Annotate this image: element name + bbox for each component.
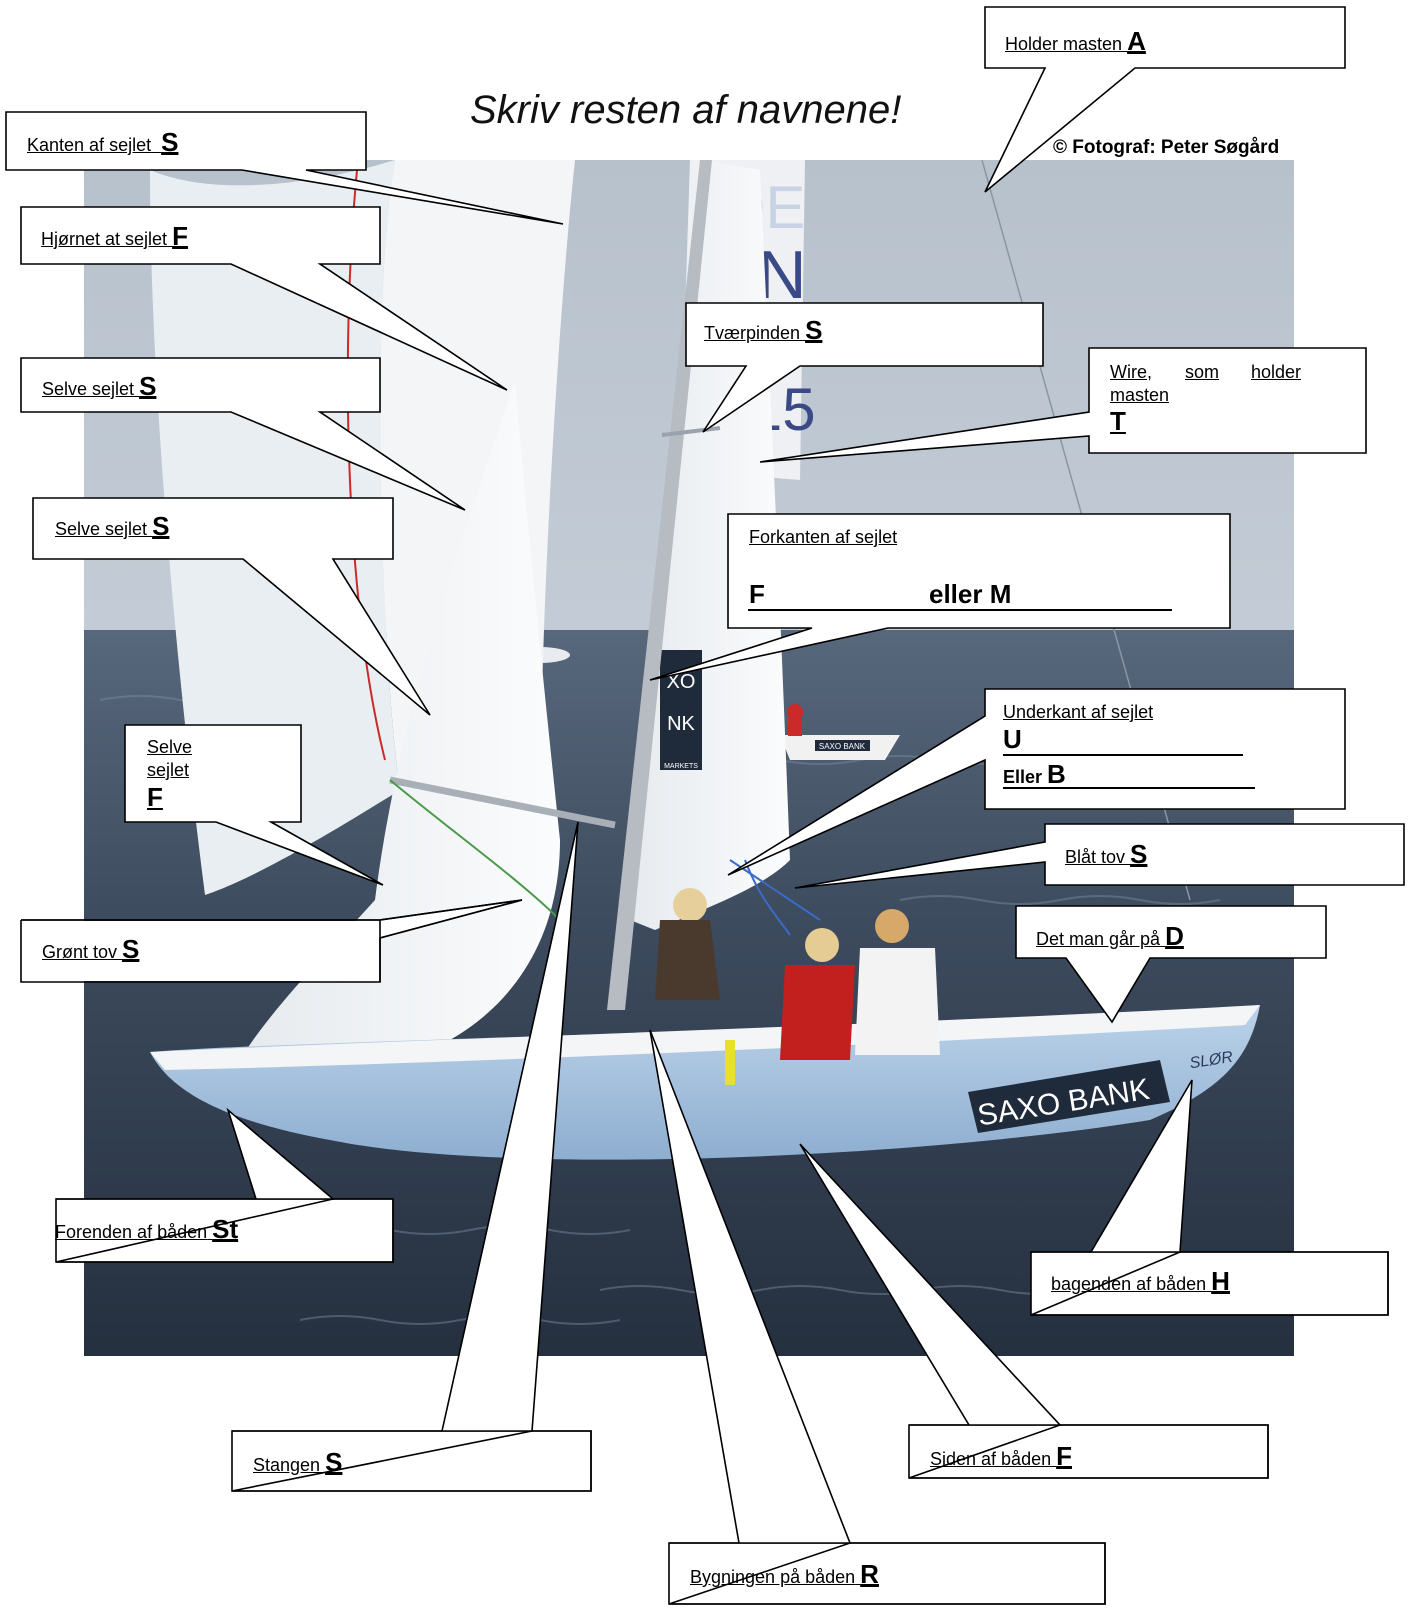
answer-letter: F <box>172 221 188 251</box>
hull-brand-panel <box>968 1060 1170 1133</box>
answer-letter: H <box>1211 1266 1230 1296</box>
hull-name: SLØR <box>1188 1049 1234 1073</box>
jib-brand-2: NK <box>667 713 695 735</box>
label-hjornet: Hjørnet at sejlet F <box>41 221 188 252</box>
answer-letter: S <box>152 511 170 541</box>
label-gront: Grønt tov S <box>42 934 140 965</box>
label-text: Blåt tov <box>1065 847 1126 867</box>
label-tvaerpinden: Tværpinden S <box>704 315 823 346</box>
label-det-man: Det man går på D <box>1036 921 1184 952</box>
answer-letter: St <box>212 1214 239 1244</box>
callout-holder-masten <box>984 6 1346 193</box>
label-text: Forenden af båden <box>55 1222 208 1242</box>
label-text: bagenden af båden <box>1051 1274 1207 1294</box>
callout-bygningen-tail <box>649 1029 852 1544</box>
label-text: Kanten af sejlet <box>27 135 152 155</box>
answer-letter: F <box>1056 1441 1073 1471</box>
label-text: Siden af båden <box>930 1449 1052 1469</box>
label-wire-word3: holder <box>1251 362 1302 382</box>
label-underkant-eller: Eller B <box>1003 759 1066 790</box>
callout-seams <box>22 921 1387 1603</box>
label-forkanten-eller: eller M <box>929 579 1012 609</box>
spreader <box>661 426 721 437</box>
background-rib: SAXO BANK <box>780 704 900 760</box>
label-stangen: Stangen S <box>253 1447 343 1478</box>
answer-letter: R <box>860 1559 879 1589</box>
photo-credit: © Fotograf: Peter Søgård <box>1053 137 1280 158</box>
callout-selve1 <box>20 357 466 511</box>
label-text: Eller <box>1003 767 1043 787</box>
answer-letter: S <box>1130 839 1148 869</box>
label-selve2: Selve sejlet S <box>55 511 170 542</box>
deck <box>150 1005 1260 1070</box>
answer-letter: S <box>122 934 140 964</box>
label-text: Tværpinden <box>704 323 801 343</box>
callout-forkanten <box>649 513 1231 681</box>
label-text: Det man går på <box>1036 929 1161 949</box>
label-selve3-word2: sejlet <box>147 760 190 780</box>
label-selve1: Selve sejlet S <box>42 371 157 402</box>
callout-hjornet <box>20 206 508 391</box>
answer-letter-selve3: F <box>147 782 163 812</box>
jib-sail <box>240 380 560 1060</box>
callout-forenden-tail <box>226 1107 336 1200</box>
callout-selve3 <box>124 724 384 886</box>
callout-bagenden-tail <box>1089 1079 1193 1253</box>
callout-stangen-tail <box>441 821 579 1432</box>
answer-line <box>748 609 1172 611</box>
label-forenden: Forenden af båden St <box>55 1214 239 1245</box>
label-underkant: Underkant af sejlet <box>1003 702 1154 722</box>
jib-brand-1: XO <box>667 671 696 693</box>
label-text: Selve sejlet <box>55 519 148 539</box>
label-text: Grønt tov <box>42 942 118 962</box>
mast <box>607 160 712 1010</box>
label-text: Hjørnet at sejlet <box>41 229 168 249</box>
label-siden: Siden af båden F <box>930 1441 1073 1472</box>
jib-brand-3: MARKETS <box>664 763 698 770</box>
callout-blaat <box>794 823 1405 889</box>
answer-letter: S <box>139 371 157 401</box>
answer-letter: D <box>1165 921 1184 951</box>
label-text: Stangen <box>253 1455 321 1475</box>
label-text: Bygningen på båden <box>690 1567 856 1587</box>
answer-letter: S <box>161 127 179 157</box>
label-bagenden: bagenden af båden H <box>1051 1266 1230 1297</box>
answer-letter: S <box>325 1447 343 1477</box>
page-title: Skriv resten af navnene! <box>470 88 902 132</box>
answer-letter-wire: T <box>1110 406 1126 436</box>
answer-letter-underkant: U <box>1003 724 1022 754</box>
answer-letter: S <box>805 315 823 345</box>
callout-underkant <box>727 688 1346 876</box>
label-text: Holder masten <box>1005 34 1123 54</box>
label-text: Selve sejlet <box>42 379 135 399</box>
label-selve3-word1: Selve <box>147 737 193 757</box>
callout-borders <box>20 899 1389 1605</box>
answer-letter: A <box>1127 26 1146 56</box>
rib-brand: SAXO BANK <box>819 742 866 751</box>
label-blaat: Blåt tov S <box>1065 839 1148 870</box>
label-wire-word4: masten <box>1110 385 1170 405</box>
callout-det-man <box>1015 905 1327 1024</box>
spinnaker-pole <box>389 776 616 829</box>
label-wire-word1: Wire, <box>1110 362 1152 382</box>
label-bygningen: Bygningen på båden R <box>690 1559 879 1590</box>
crew <box>655 888 940 1085</box>
answer-letter-forkanten: F <box>749 579 765 609</box>
callout-kanten <box>5 111 564 225</box>
label-forkanten: Forkanten af sejlet <box>749 527 898 547</box>
label-wire-word2: som <box>1185 362 1220 382</box>
answer-letter: B <box>1047 759 1066 789</box>
label-holder-masten: Holder masten A <box>1005 26 1146 57</box>
callout-wire <box>759 347 1367 463</box>
callout-tvaerpinden <box>685 302 1044 433</box>
answer-line <box>1003 754 1243 756</box>
callout-selve2 <box>32 497 431 716</box>
callout-siden-tail <box>799 1143 1062 1426</box>
answer-line <box>1003 787 1255 789</box>
label-kanten: Kanten af sejlet S <box>27 127 179 158</box>
